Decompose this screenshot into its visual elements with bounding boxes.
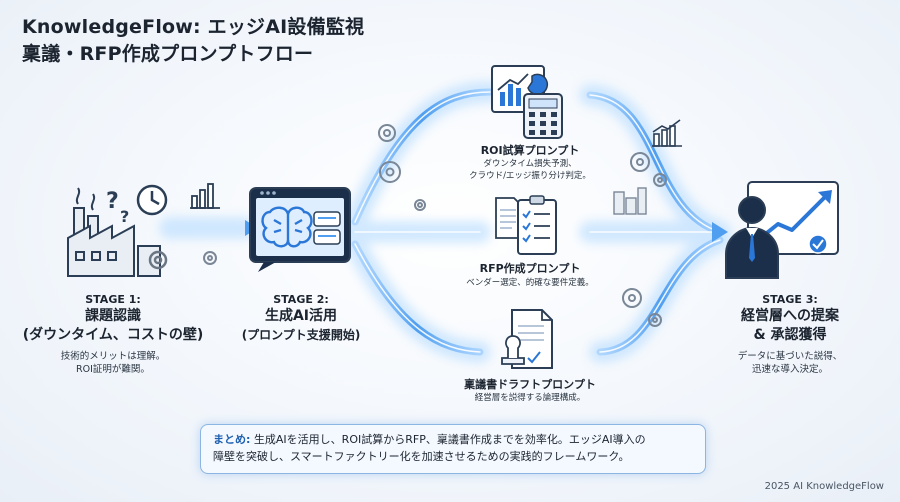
footer-credit: 2025 AI KnowledgeFlow [764,481,884,492]
title-line-1: KnowledgeFlow: エッジAI設備監視 [22,16,365,38]
presenter-icon [725,181,839,279]
stage3-title: 経営層への提案 [741,308,839,324]
roi-desc-line2: クラウド/エッジ振り分け判定。 [469,171,591,181]
gear-icon [648,313,662,327]
roi-prompt-title: ROI試算プロンプト [480,144,580,157]
gear-icon [622,288,642,308]
roi-prompt-desc: ダウンタイム損失予測、 クラウド/エッジ振り分け判定。 [440,158,620,182]
question-icon: ? ? [106,189,129,226]
summary-text-1: 生成AIを活用し、ROI試算からRFP、稟議書作成までを効率化。エッジAI導入の [253,433,646,446]
stage1-subtitle: (ダウンタイム、コストの壁) [22,327,204,343]
stage1-description: 技術的メリットは理解。 ROI証明が難関。 [18,350,208,376]
rfp-desc-line1: ベンダー選定、的確な要件定義。 [466,278,594,288]
gear-icon [630,152,650,172]
gear-icon [379,161,401,183]
rfp-prompt-desc: ベンダー選定、的確な要件定義。 [430,277,630,289]
document-checklist-icon [495,195,557,255]
person-icon [725,196,779,279]
stage3-desc-line1: データに基づいた説得、 [737,351,843,362]
growth-arrow-icon [756,190,832,242]
stage2-title: 生成AI活用 [264,308,338,324]
chat-bubble-icon [313,211,341,245]
stage2-heading: STAGE 2: [273,293,329,306]
gear-icon [653,173,667,187]
stage1-desc-line1: 技術的メリットは理解。 [60,351,166,362]
summary-text-2: 障壁を突破し、スマートファクトリー化を加速させるための実践的フレームワーク。 [213,450,630,463]
calculator-icon [491,65,563,139]
svg-text:?: ? [120,207,129,226]
monitor-icon [249,187,351,272]
stage3-label: STAGE 3: 経営層への提案 & 承認獲得 [700,292,880,345]
bar-chart-icon [190,183,220,209]
stage3-heading: STAGE 3: [762,293,818,306]
summary-line-1: まとめ: 生成AIを活用し、ROI試算からRFP、稟議書作成までを効率化。エッジ… [213,431,693,448]
factory-icon: ? ? [67,184,168,277]
stage1-heading: STAGE 1: [85,293,141,306]
clock-icon [136,184,168,216]
stage2-label: STAGE 2: 生成AI活用 (プロンプト支援開始) [216,292,386,345]
stamp-icon [501,309,553,369]
ringi-desc-line1: 経営層を説得する論理構成。 [474,393,586,403]
gear-icon [148,250,168,270]
stage1-label: STAGE 1: 課題認識 (ダウンタイム、コストの壁) [18,292,208,345]
summary-box: まとめ: 生成AIを活用し、ROI試算からRFP、稟議書作成までを効率化。エッジ… [200,424,706,474]
stage3-subtitle: & 承認獲得 [753,327,827,343]
building-icon [613,187,647,215]
svg-text:?: ? [106,189,119,214]
stage2-subtitle: (プロンプト支援開始) [241,328,361,342]
check-badge-icon [808,234,828,254]
stage1-title: 課題認識 [85,308,141,324]
brain-icon [261,206,313,248]
stage3-description: データに基づいた説得、 迅速な導入決定。 [700,350,880,376]
gear-icon [203,251,217,265]
roi-desc-line1: ダウンタイム損失予測、 [483,159,577,169]
bar-chart-icon [652,119,682,147]
summary-label: まとめ: [213,433,251,446]
rfp-prompt-title: RFP作成プロンプト [479,262,581,275]
gear-icon [378,124,396,142]
gear-icon [414,199,426,211]
ringi-prompt-desc: 経営層を説得する論理構成。 [420,392,640,404]
ringi-prompt-title: 稟議書ドラフトプロンプト [464,378,596,391]
stage1-desc-line2: ROI証明が難関。 [76,364,150,375]
page-title: KnowledgeFlow: エッジAI設備監視 稟議・RFP作成プロンプトフロ… [22,14,364,68]
stage3-desc-line2: 迅速な導入決定。 [751,364,828,375]
title-line-2: 稟議・RFP作成プロンプトフロー [22,43,314,65]
